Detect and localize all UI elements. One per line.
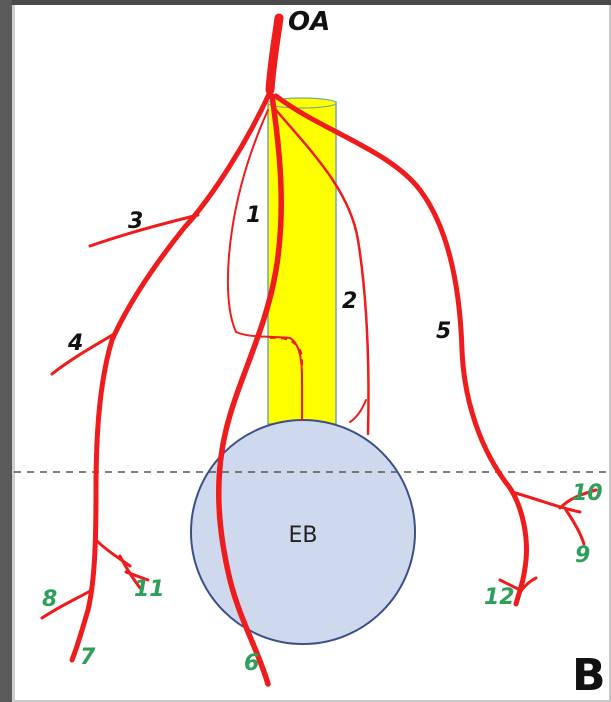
label-branch-4: 4	[67, 331, 83, 356]
label-oa: OA	[288, 7, 330, 37]
label-branch-7: 7	[80, 645, 96, 670]
label-branch-10: 10	[572, 481, 603, 506]
label-branch-9: 9	[575, 543, 590, 568]
label-branch-1: 1	[246, 203, 261, 228]
label-branch-2: 2	[342, 289, 357, 314]
label-eb: EB	[289, 523, 318, 548]
oa-trunk	[270, 18, 279, 90]
panel-letter: B	[572, 650, 606, 701]
label-branch-5: 5	[436, 319, 451, 344]
label-branch-6: 6	[244, 651, 259, 676]
label-branch-12: 12	[484, 585, 515, 610]
vessel-branch-2-twig	[350, 400, 366, 422]
label-branch-8: 8	[42, 587, 57, 612]
label-branch-11: 11	[134, 577, 165, 602]
label-branch-3: 3	[128, 209, 143, 234]
